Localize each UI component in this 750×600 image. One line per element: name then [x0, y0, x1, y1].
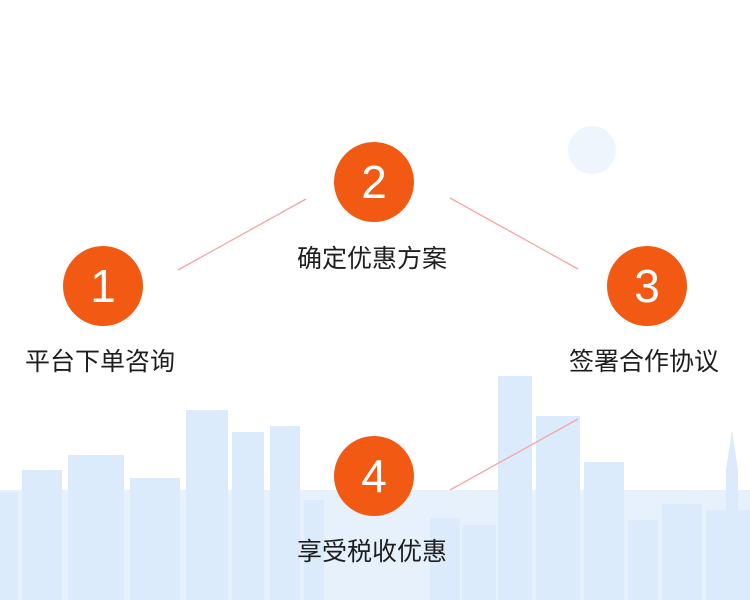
step-3-label: 签署合作协议 — [569, 347, 720, 376]
connector-2-3 — [449, 197, 579, 270]
step-2-label: 确定优惠方案 — [297, 244, 448, 273]
step-1-label: 平台下单咨询 — [25, 347, 176, 376]
step-3-circle: 3 — [607, 246, 687, 326]
connector-1-2 — [177, 198, 307, 271]
step-1-circle: 1 — [63, 246, 143, 326]
connector-3-4 — [449, 418, 579, 491]
step-2-circle: 2 — [334, 142, 414, 222]
step-4-label: 享受税收优惠 — [297, 537, 448, 566]
decorative-bubble — [568, 126, 616, 174]
step-4-circle: 4 — [334, 436, 414, 516]
